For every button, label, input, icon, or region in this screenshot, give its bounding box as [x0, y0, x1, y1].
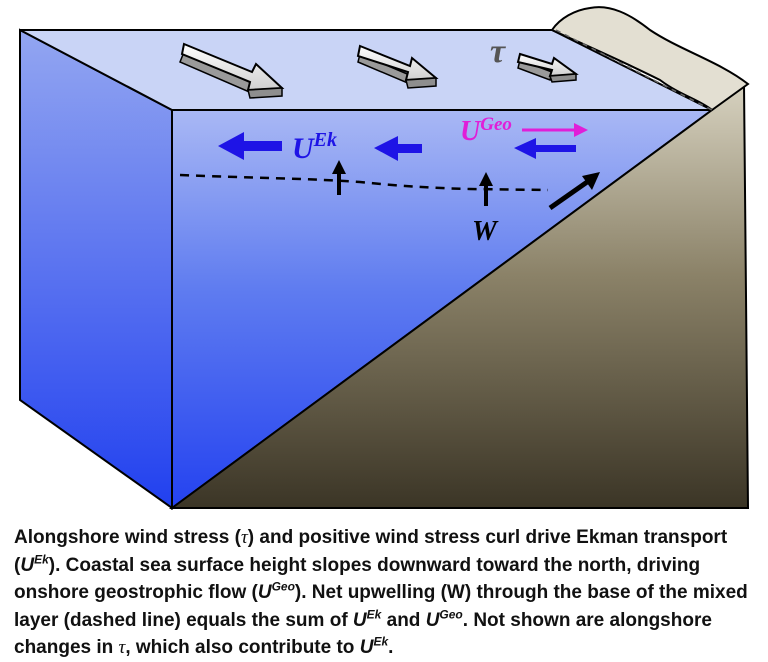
ocean-schematic: τ UEk UGeo W [19, 6, 750, 510]
w-label: W [472, 216, 499, 247]
coast-land-top [550, 6, 750, 112]
ekman-arrow-1 [218, 132, 282, 160]
ekman-arrow-3 [514, 138, 576, 159]
ekman-arrow-2 [374, 136, 422, 161]
u-ek-label: UEk [292, 129, 337, 165]
ocean-side-face [19, 28, 173, 510]
tau-label: τ [490, 33, 506, 70]
wind-arrow-1 [179, 42, 285, 99]
wind-arrow-3 [516, 52, 579, 83]
upwelling-arrow-1 [332, 160, 346, 195]
wind-arrow-2 [356, 44, 439, 89]
figure-caption: Alongshore wind stress (τ) and positive … [14, 527, 748, 658]
mixed-layer-base [179, 173, 549, 192]
u-geo-label: UGeo [460, 114, 512, 147]
upwelling-arrow-2 [479, 172, 493, 206]
geostrophic-arrow [522, 123, 588, 137]
slope-upwelling-arrow [548, 172, 600, 211]
